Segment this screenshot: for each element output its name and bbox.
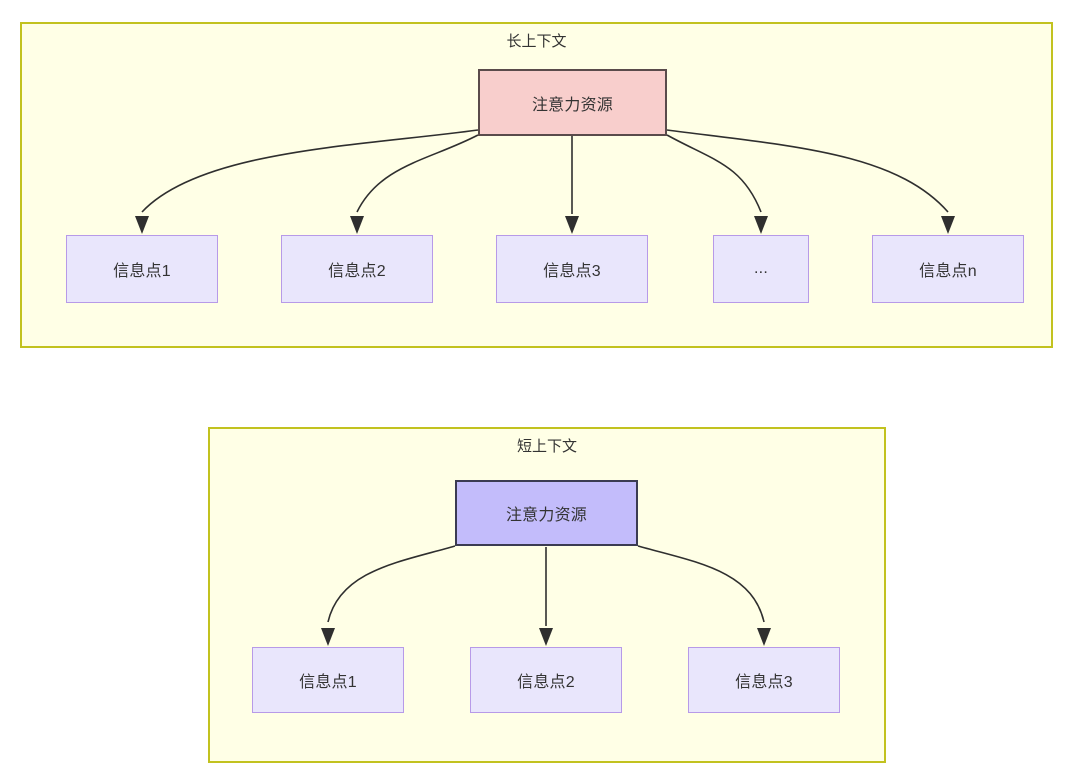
node-info-point-n-long-label: 信息点n (919, 263, 977, 280)
node-info-point-2-long[interactable]: 信息点2 (281, 235, 433, 303)
node-info-point-ellipsis-long-label: ... (754, 260, 768, 277)
node-attention-resource-short-label: 注意力资源 (505, 507, 587, 524)
node-info-point-3-short[interactable]: 信息点3 (688, 647, 840, 713)
group-long-context-title: 长上下文 (506, 33, 567, 50)
node-info-point-n-long[interactable]: 信息点n (872, 235, 1024, 303)
node-attention-resource-long-label: 注意力资源 (531, 96, 613, 114)
node-info-point-1-short-label: 信息点1 (299, 674, 357, 691)
group-short-context-title: 短上下文 (516, 438, 577, 455)
node-info-point-1-short[interactable]: 信息点1 (252, 647, 404, 713)
node-attention-resource-short[interactable]: 注意力资源 (455, 480, 638, 546)
node-info-point-ellipsis-long[interactable]: ... (713, 235, 809, 303)
node-info-point-1-long[interactable]: 信息点1 (66, 235, 218, 303)
node-info-point-2-short[interactable]: 信息点2 (470, 647, 622, 713)
node-info-point-3-long[interactable]: 信息点3 (496, 235, 648, 303)
node-info-point-3-long-label: 信息点3 (543, 263, 601, 280)
node-info-point-2-long-label: 信息点2 (328, 263, 386, 280)
node-info-point-2-short-label: 信息点2 (517, 674, 575, 691)
node-info-point-1-long-label: 信息点1 (113, 263, 171, 280)
node-attention-resource-long[interactable]: 注意力资源 (478, 69, 667, 136)
node-info-point-3-short-label: 信息点3 (735, 674, 793, 691)
